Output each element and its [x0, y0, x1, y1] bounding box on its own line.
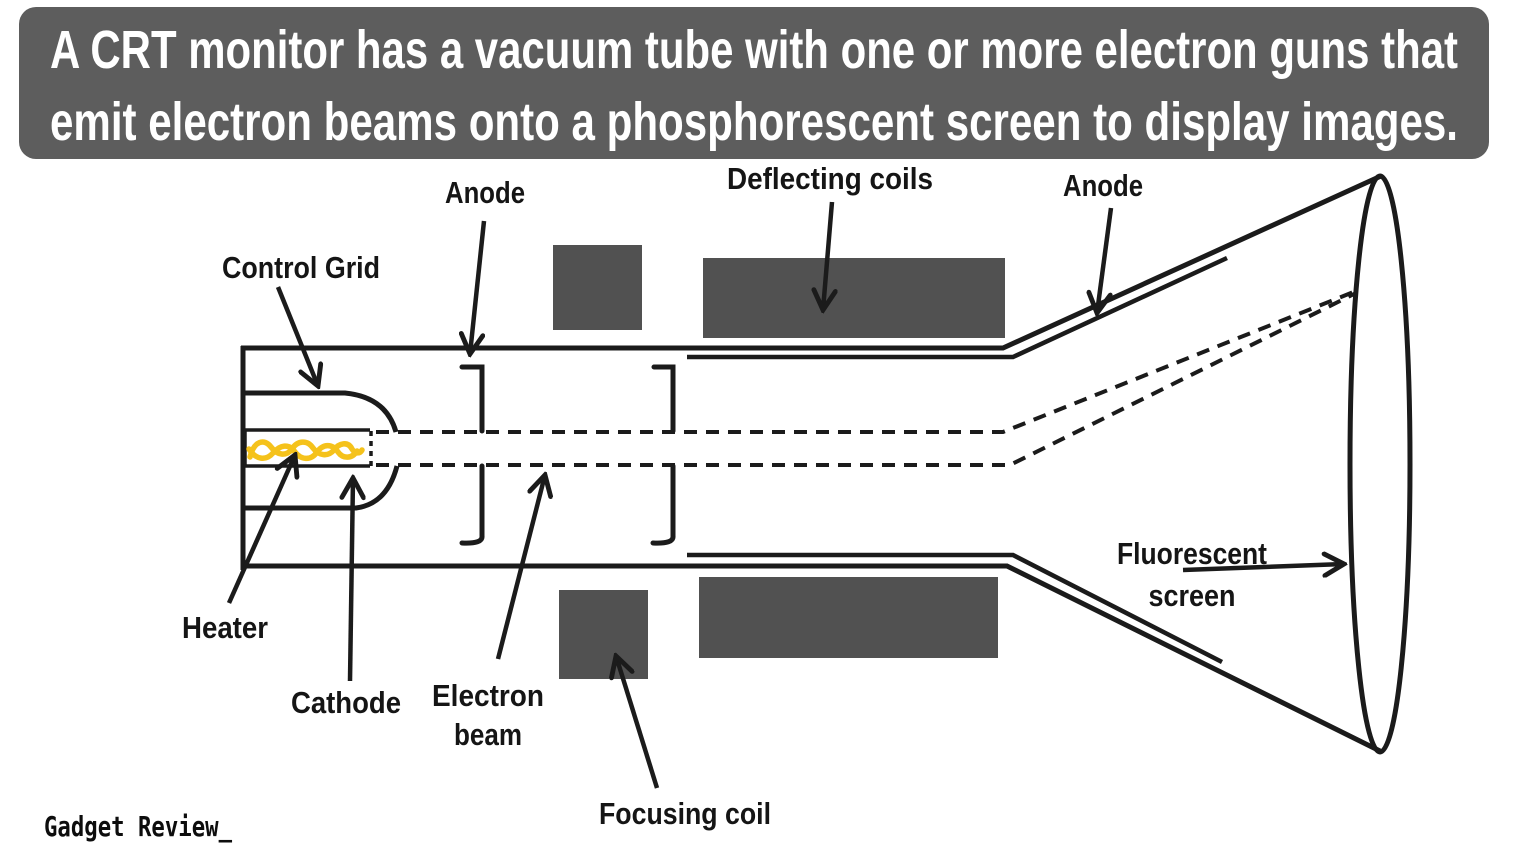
cathode-box: [243, 428, 370, 468]
control-grid-upper-line: [243, 390, 399, 433]
anode-coating-bottom-line: [687, 552, 1224, 665]
heater-filament-wave-1: [247, 439, 365, 460]
anode-electrode-2-top: [651, 364, 676, 434]
control-grid-lower-line: [243, 465, 400, 511]
electron-beam-label-line2: beam: [454, 717, 522, 752]
electron-beam-top-line: [376, 289, 1357, 434]
deflecting-coils-label: Deflecting coils: [727, 161, 933, 196]
tube-top-wall: [241, 173, 1383, 351]
fluorescent-screen-label-line2: screen: [1149, 578, 1236, 613]
control-grid-arrow: [275, 286, 318, 386]
deflecting-coil-top-block: [703, 258, 1005, 338]
anode-electrode-1-bottom: [459, 463, 485, 546]
deflecting-coils-arrow: [823, 201, 832, 310]
focusing-coil-label: Focusing coil: [599, 796, 771, 831]
watermark-logo: Gadget Review_: [44, 810, 232, 843]
focusing-coil-arrow: [616, 656, 660, 789]
electron-beam-bottom-line: [376, 291, 1357, 467]
anode-coating-top-line: [687, 255, 1228, 360]
caption-line-2: emit electron beams onto a phosphorescen…: [50, 92, 1458, 152]
electron-beam-arrow: [495, 475, 545, 660]
heater-filament-wave-2: [246, 442, 360, 462]
anode-left-arrow: [470, 220, 487, 354]
anode-electrode-2-bottom: [650, 463, 676, 546]
cathode-label: Cathode: [291, 685, 401, 720]
anode-right-label: Anode: [1063, 168, 1143, 203]
tube-bottom-wall: [241, 563, 1382, 754]
anode-right-arrow: [1097, 207, 1114, 313]
anode-electrode-1-top: [459, 364, 485, 434]
fluorescent-screen-ellipse: [1347, 173, 1413, 755]
focusing-coil-top-block: [553, 245, 642, 330]
electron-beam-label-line1: Electron: [432, 678, 544, 713]
control-grid-label: Control Grid: [222, 250, 380, 285]
fluorescent-screen-arrow: [1182, 564, 1344, 570]
caption-line-1: A CRT monitor has a vacuum tube with one…: [50, 20, 1458, 80]
focusing-coil-bottom-block: [559, 590, 648, 679]
anode-left-label: Anode: [445, 175, 525, 210]
heater-arrow: [226, 455, 295, 604]
heater-label: Heater: [182, 610, 268, 645]
deflecting-coil-bottom-block: [699, 577, 998, 658]
fluorescent-screen-label-line1: Fluorescent: [1117, 536, 1267, 571]
cathode-arrow: [350, 478, 353, 682]
caption-banner: [19, 7, 1489, 159]
